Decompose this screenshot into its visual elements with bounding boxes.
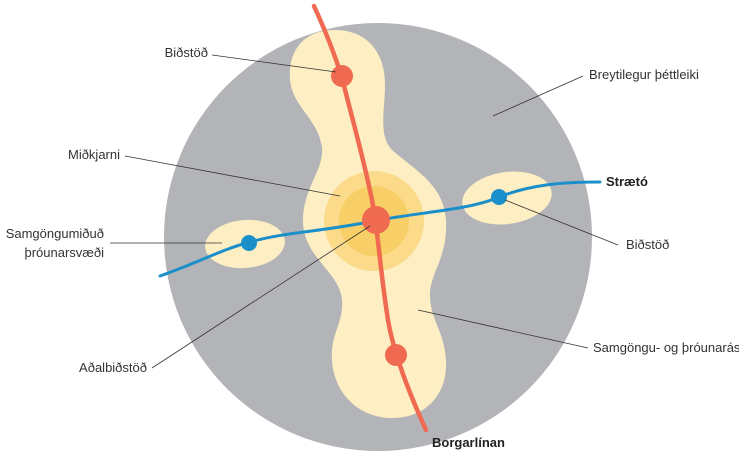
- leader-main-station: [151, 225, 371, 369]
- label-core: Miðkjarni: [68, 147, 120, 162]
- leader-transit-axis: [417, 309, 589, 349]
- leader-bus-stop-right: [504, 199, 619, 246]
- label-bus-stop-top: Biðstöð: [165, 45, 208, 60]
- label-transit-axis: Samgöngu- og þróunarás: [593, 340, 739, 355]
- bus-stop-right-marker: [491, 189, 507, 205]
- label-main-station: Aðalbiðstöð: [79, 360, 147, 375]
- label-transit-area-line2: þróunarsvæði: [25, 245, 105, 260]
- brt-stop-bottom: [385, 344, 407, 366]
- main-station-marker: [362, 206, 390, 234]
- bus-stop-left-marker: [241, 235, 257, 251]
- brt-stop-top: [331, 65, 353, 87]
- label-transit-area-line1: Samgöngumiðuð: [6, 226, 104, 241]
- development-zone-right: [462, 171, 552, 225]
- leader-core: [124, 155, 341, 197]
- label-brt: Borgarlínan: [432, 435, 505, 450]
- label-bus: Strætó: [606, 174, 648, 189]
- label-bus-stop-right: Biðstöð: [626, 237, 669, 252]
- label-variable-density: Breytilegur þéttleiki: [589, 67, 699, 82]
- leader-variable-density: [492, 75, 584, 117]
- leader-bus-stop-top: [211, 54, 337, 73]
